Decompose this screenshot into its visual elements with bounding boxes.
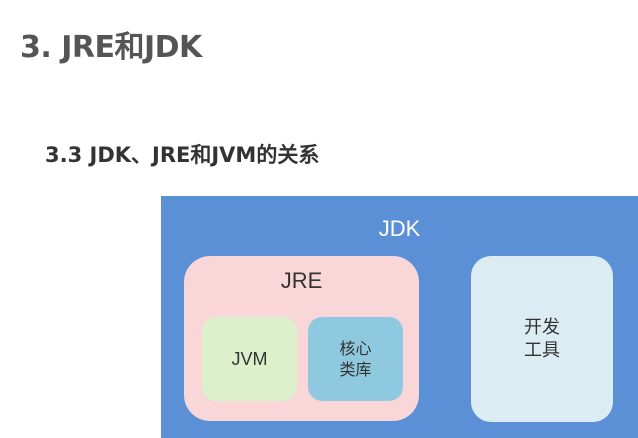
jre-label: JRE xyxy=(280,268,323,293)
core-library-line1: 核心 xyxy=(339,339,372,358)
dev-tools-box: 开发 工具 xyxy=(471,256,613,422)
dev-tools-line1: 开发 xyxy=(524,317,560,338)
jvm-label: JVM xyxy=(231,348,268,369)
jre-box: JRE JVM 核心 类库 xyxy=(184,256,419,421)
core-library-label: 核心 类库 xyxy=(339,338,371,380)
dev-tools-line2: 工具 xyxy=(524,340,560,361)
core-library-line2: 类库 xyxy=(339,360,372,379)
core-library-box: 核心 类库 xyxy=(308,317,403,401)
dev-tools-label: 开发 工具 xyxy=(524,316,560,362)
jdk-label: JDK xyxy=(378,216,421,241)
page-title: 3. JRE和JDK xyxy=(20,30,202,65)
section-subtitle: 3.3 JDK、JRE和JVM的关系 xyxy=(45,143,320,167)
jvm-box: JVM xyxy=(202,317,297,401)
jdk-box: JDK JRE JVM 核心 类库 开发 工具 xyxy=(161,196,638,438)
